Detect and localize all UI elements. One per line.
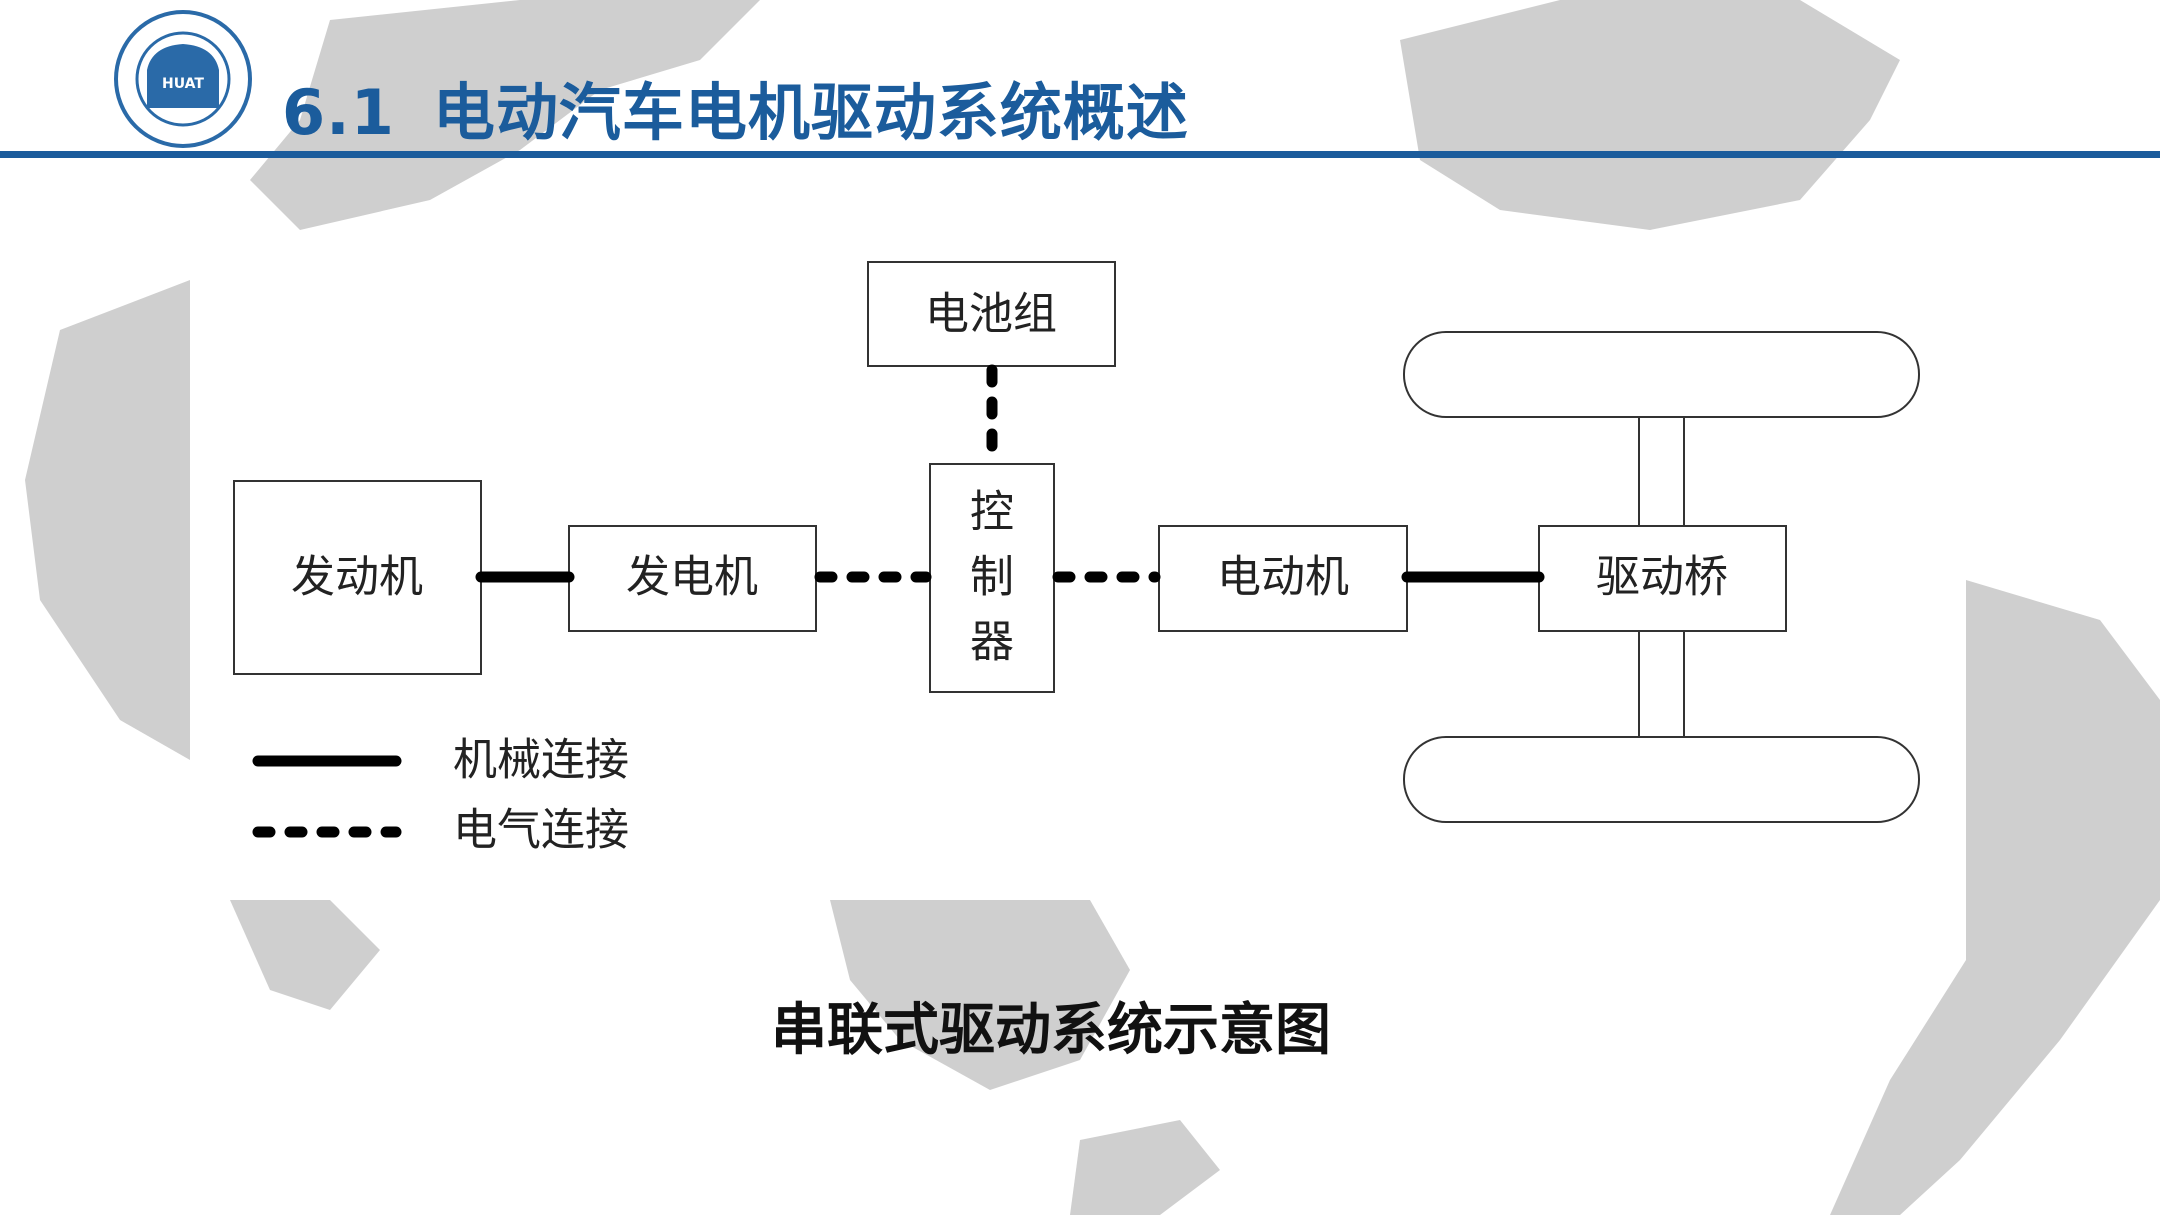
generator-label: 发电机 [626,552,758,603]
engine-box [233,480,482,675]
controller-label-3: 器 [970,617,1014,668]
title-text: 电动汽车电机驱动系统概述 [432,76,1189,149]
drive-axle-label: 驱动桥 [1596,552,1728,603]
controller-label-2: 制 [970,552,1014,603]
axle-shafts [1638,417,1685,737]
wheel-top [1403,331,1920,418]
generator-box [568,525,817,632]
diagram-caption: 串联式驱动系统示意图 [771,997,1331,1063]
motor-label: 电动机 [1217,552,1349,603]
battery-label: 电池组 [925,289,1057,340]
legend-electrical-label: 电气连接 [453,805,629,856]
motor-box [1158,525,1408,632]
battery-box [867,261,1116,367]
header-divider [0,151,2160,158]
svg-text:HUAT: HUAT [162,76,204,92]
page-title: 6.1 电动汽车电机驱动系统概述 [282,62,1189,152]
engine-label: 发动机 [291,552,423,603]
drive-axle-box [1538,525,1787,632]
section-number: 6.1 [282,76,395,149]
university-logo: HUAT [114,10,252,148]
controller-label-1: 控 [970,487,1014,538]
wheel-bottom [1403,736,1920,823]
legend-mechanical-label: 机械连接 [453,735,629,786]
controller-box [929,463,1055,693]
